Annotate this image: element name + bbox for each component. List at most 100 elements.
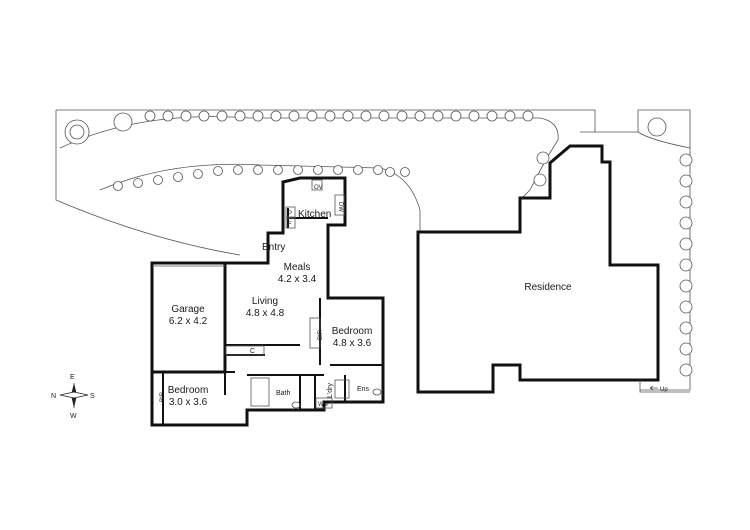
living-label: Living <box>252 296 278 307</box>
shrub <box>216 110 228 122</box>
shrub <box>679 342 693 356</box>
shrub <box>162 110 174 122</box>
bir-label-2: BIR <box>160 391 166 402</box>
kitchen-label: Kitchen <box>298 209 331 220</box>
shrub <box>679 195 693 209</box>
shrub <box>213 166 223 176</box>
shrub <box>353 165 363 175</box>
shrub <box>288 110 300 122</box>
pantry-label: P <box>288 211 292 217</box>
shrub <box>234 110 246 122</box>
fridge-label: F <box>288 222 292 228</box>
shrub <box>414 110 426 122</box>
shrub <box>396 110 408 122</box>
garage-size: 6.2 x 4.2 <box>169 316 208 327</box>
shrub <box>468 110 480 122</box>
shrub <box>679 300 693 314</box>
shrub <box>360 110 372 122</box>
shrub <box>233 165 243 175</box>
laundry-label: L'dry <box>327 383 334 398</box>
shrub <box>450 110 462 122</box>
tree-1 <box>64 119 90 145</box>
bedroom2-walls <box>152 371 235 425</box>
compass-e: E <box>70 374 75 381</box>
shrub <box>253 165 263 175</box>
hall-wall <box>225 344 300 356</box>
built-in-robe-1 <box>309 317 321 349</box>
garden-edge-lower <box>99 163 421 232</box>
shrub <box>679 174 693 188</box>
shrub <box>270 110 282 122</box>
bedroom2-label: Bedroom <box>168 385 209 396</box>
bedroom2-size: 3.0 x 3.6 <box>169 397 208 408</box>
shrub <box>273 165 283 175</box>
shrub <box>144 110 156 122</box>
shrub <box>180 110 192 122</box>
main-house-walls <box>150 176 385 427</box>
tree-2 <box>113 112 133 132</box>
shrub <box>193 169 203 179</box>
bedroom1-size: 4.8 x 3.6 <box>333 338 372 349</box>
shrub <box>313 165 323 175</box>
shrub <box>373 165 383 175</box>
shrubs <box>113 110 693 377</box>
compass-n: N <box>51 393 56 400</box>
bedroom1-label: Bedroom <box>332 326 373 337</box>
bath-tub <box>250 377 270 407</box>
shrub <box>113 181 123 191</box>
shrub <box>385 167 395 177</box>
garden-edge-upper <box>59 116 559 201</box>
compass-w: W <box>70 413 77 420</box>
residence-label: Residence <box>524 282 572 293</box>
residence-step <box>639 380 690 393</box>
oven-label: OV <box>314 185 323 191</box>
shower <box>334 379 350 399</box>
shrub <box>536 151 550 165</box>
shrub <box>679 153 693 167</box>
washing-machine-box <box>315 397 333 409</box>
shrub <box>679 279 693 293</box>
compass-s: S <box>90 393 95 400</box>
toilet-bath <box>291 401 301 409</box>
path-gate <box>580 131 691 149</box>
tree-3 <box>647 117 667 137</box>
pantry-box <box>285 206 296 218</box>
fridge-box <box>285 217 296 229</box>
toilet-ens <box>372 388 382 396</box>
kitchen-appliance-dw <box>334 194 345 216</box>
shrub <box>324 110 336 122</box>
shrub <box>400 167 410 177</box>
shrub <box>306 110 318 122</box>
shrub <box>133 178 143 188</box>
shrub <box>198 110 210 122</box>
shrub <box>486 110 498 122</box>
living-size: 4.8 x 4.8 <box>246 308 285 319</box>
bath-label: Bath <box>276 390 291 397</box>
shrub <box>504 110 516 122</box>
site-boundary-left <box>55 110 241 256</box>
shrub <box>342 110 354 122</box>
up-label: Up <box>660 387 668 393</box>
shrub <box>679 216 693 230</box>
shrub <box>252 110 264 122</box>
dishwasher-label: DW <box>337 202 343 212</box>
meals-label: Meals <box>284 262 311 273</box>
closet-c <box>225 345 265 356</box>
shrub <box>432 110 444 122</box>
compass: E N S W <box>51 374 95 420</box>
kitchen-appliance-ov <box>311 179 323 191</box>
shrub <box>293 165 303 175</box>
shrub <box>679 363 693 377</box>
cupboard-label: C <box>250 348 255 355</box>
bir-label-1: BIR <box>318 329 324 340</box>
shrub <box>173 172 183 182</box>
shrub <box>522 110 534 122</box>
meals-size: 4.2 x 3.4 <box>278 274 317 285</box>
washing-machine-label: WM <box>318 402 329 408</box>
up-arrow <box>649 385 658 391</box>
garage-label: Garage <box>171 304 205 315</box>
shrub <box>333 165 343 175</box>
shrub <box>153 175 163 185</box>
